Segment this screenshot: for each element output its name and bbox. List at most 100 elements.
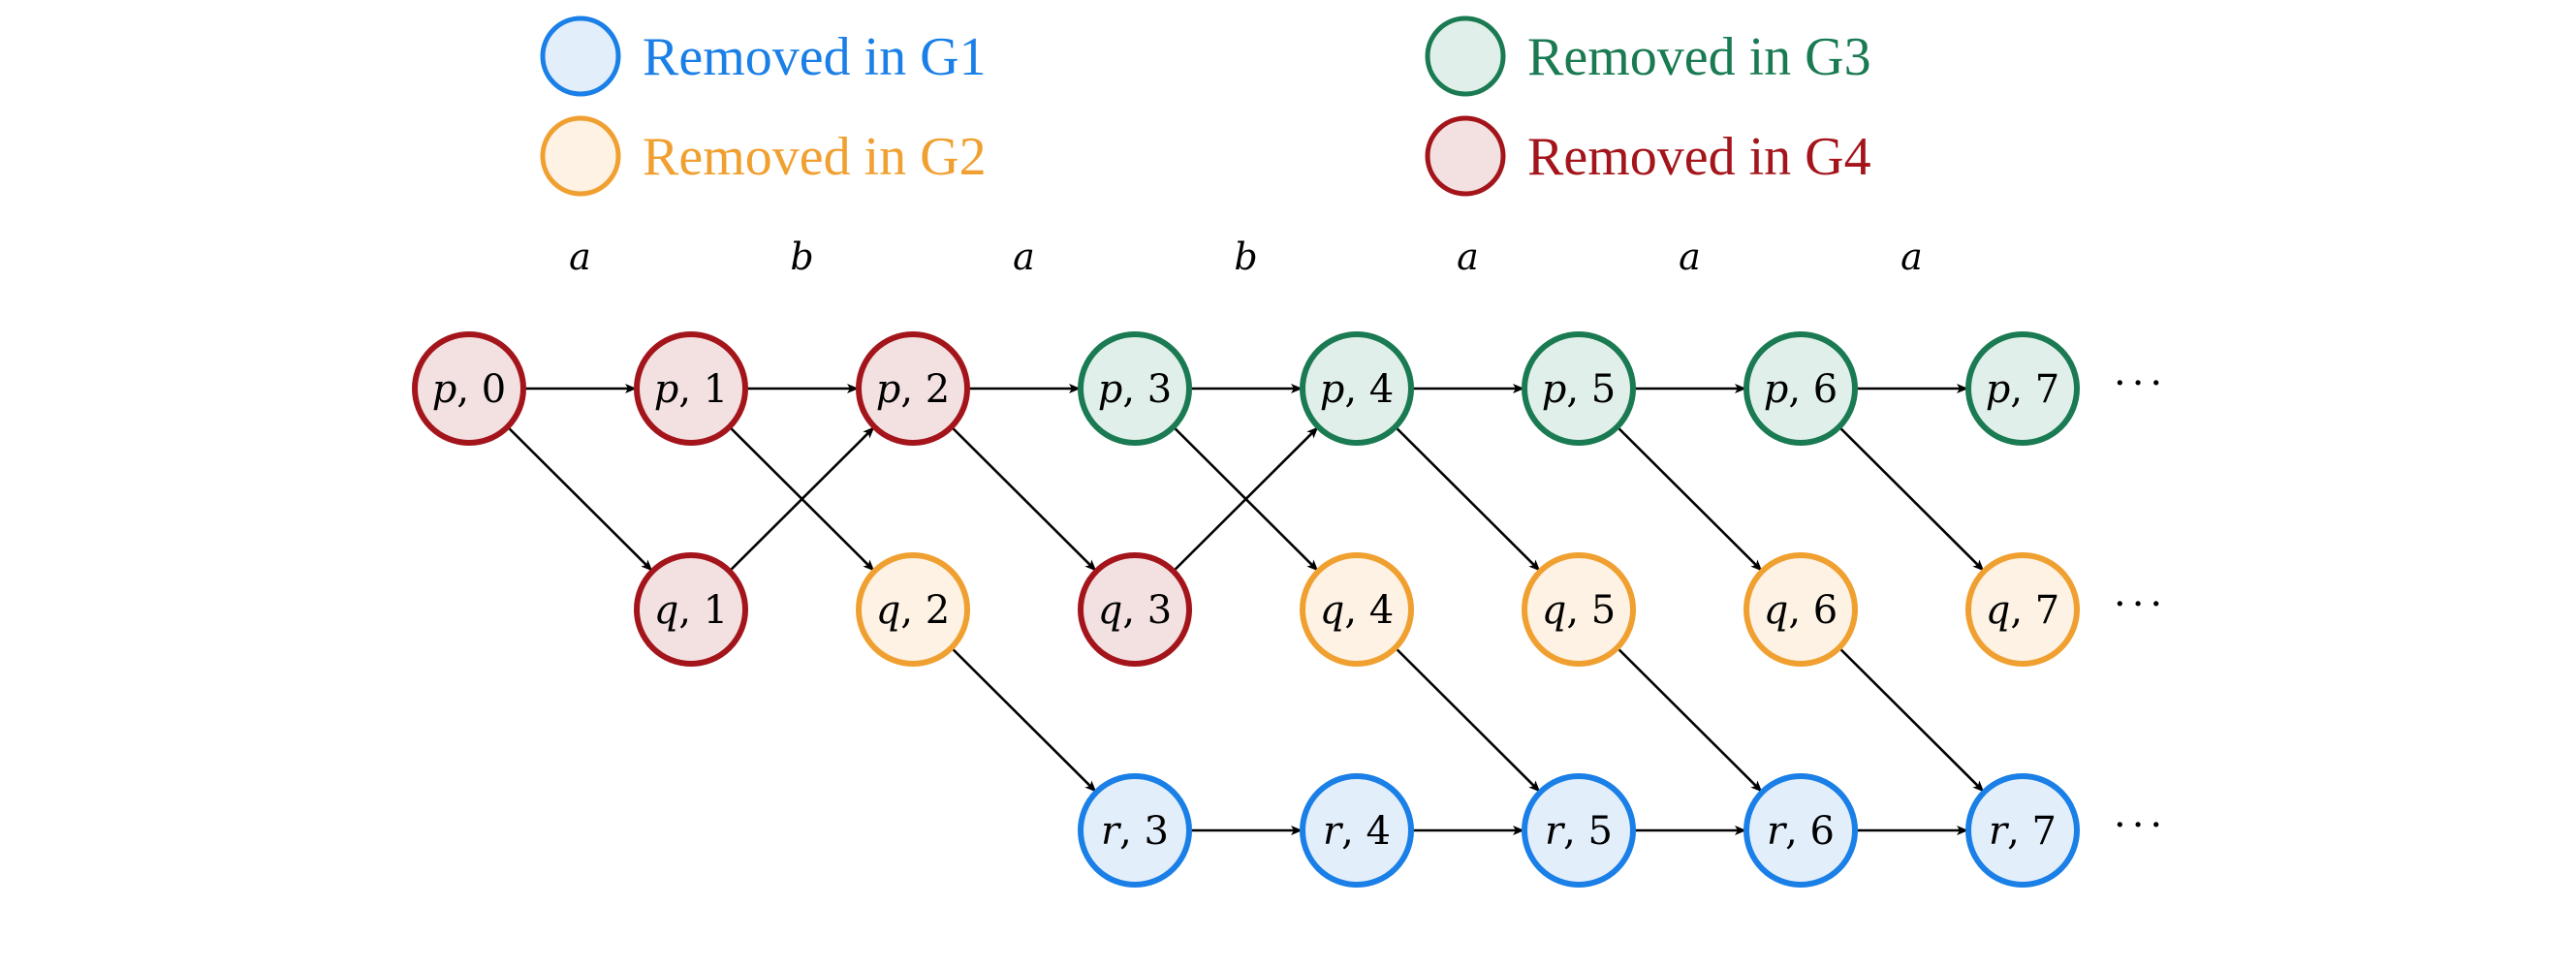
node-step-r6: 6 <box>1810 809 1835 854</box>
node-step-p2: 2 <box>926 367 950 412</box>
node-p0: p, 0 <box>412 331 526 446</box>
edge-p6-to-q7 <box>1838 425 1985 572</box>
node-sep-q4: , <box>1344 588 1368 633</box>
edge-p2-to-q3 <box>950 425 1097 572</box>
node-circle-p7 <box>1965 331 2080 446</box>
node-circle-r4 <box>1300 773 1414 888</box>
node-state-p1: p <box>654 367 679 412</box>
node-circle-q1 <box>634 552 748 667</box>
node-sep-p1: , <box>678 367 703 412</box>
node-sep-p2: , <box>900 367 925 412</box>
node-sep-q3: , <box>1122 588 1147 633</box>
edge-q4-to-r5 <box>1394 646 1541 793</box>
node-sep-q6: , <box>1788 588 1812 633</box>
node-state-p7: p <box>1986 367 2011 412</box>
node-sep-r3: , <box>1119 809 1144 854</box>
node-step-p1: 1 <box>704 367 728 412</box>
node-q6: q, 6 <box>1744 552 1858 667</box>
node-label-r6: r, 6 <box>1767 809 1835 854</box>
node-p3: p, 3 <box>1078 331 1192 446</box>
node-step-q4: 4 <box>1369 588 1394 633</box>
node-label-q7: q, 7 <box>1986 588 2060 633</box>
node-step-q6: 6 <box>1813 588 1838 633</box>
node-circle-q6 <box>1744 552 1858 667</box>
node-label-r3: r, 3 <box>1101 809 1169 854</box>
node-sep-p4: , <box>1344 367 1368 412</box>
legend-label-g4: Removed in G4 <box>1527 127 1871 187</box>
legend-item-g1: Removed in G1 <box>540 16 987 97</box>
legend-item-g3: Removed in G3 <box>1425 16 1871 97</box>
node-sep-r7: , <box>2007 809 2031 854</box>
node-label-q3: q, 3 <box>1098 588 1173 633</box>
node-sep-p6: , <box>1788 367 1812 412</box>
ellipsis-row-p: ··· <box>2114 361 2168 406</box>
node-circle-r5 <box>1522 773 1636 888</box>
node-circle-q3 <box>1078 552 1192 667</box>
node-label-p7: p, 7 <box>1986 367 2060 412</box>
step-label-0: a <box>569 235 591 278</box>
step-label-3: b <box>1234 235 1257 278</box>
node-step-q1: 1 <box>704 588 728 633</box>
node-p1: p, 1 <box>634 331 748 446</box>
node-label-p1: p, 1 <box>654 367 729 412</box>
node-circle-r6 <box>1744 773 1858 888</box>
node-r4: r, 4 <box>1300 773 1414 888</box>
node-state-r5: r <box>1545 809 1566 854</box>
node-state-q1: q <box>654 588 679 633</box>
node-state-q2: q <box>876 588 901 633</box>
node-sep-q1: , <box>678 588 703 633</box>
node-p2: p, 2 <box>856 331 970 446</box>
step-label-4: a <box>1457 235 1479 278</box>
ellipses: ··· ··· ··· <box>2114 361 2168 848</box>
node-state-r7: r <box>1989 809 2010 854</box>
node-r3: r, 3 <box>1078 773 1192 888</box>
node-q7: q, 7 <box>1965 552 2080 667</box>
node-label-q1: q, 1 <box>654 588 729 633</box>
node-label-p6: p, 6 <box>1764 367 1838 412</box>
legend-swatch-g3 <box>1425 16 1506 97</box>
ellipsis-row-r: ··· <box>2114 803 2168 848</box>
legend-label-g1: Removed in G1 <box>643 27 987 87</box>
edge-p4-to-q5 <box>1394 425 1541 572</box>
node-circle-r3 <box>1078 773 1192 888</box>
edges <box>506 384 1985 835</box>
node-label-p3: p, 3 <box>1098 367 1173 412</box>
node-sep-p3: , <box>1122 367 1147 412</box>
node-q1: q, 1 <box>634 552 748 667</box>
edge-q2-to-r3 <box>950 646 1097 793</box>
node-q2: q, 2 <box>856 552 970 667</box>
node-label-r7: r, 7 <box>1989 809 2057 854</box>
ellipsis-row-q: ··· <box>2114 582 2168 627</box>
node-step-p5: 5 <box>1591 367 1616 412</box>
node-state-p6: p <box>1764 367 1789 412</box>
node-r7: r, 7 <box>1965 773 2080 888</box>
node-state-q3: q <box>1098 588 1123 633</box>
node-step-q7: 7 <box>2035 588 2059 633</box>
node-label-q2: q, 2 <box>876 588 951 633</box>
legend-item-g4: Removed in G4 <box>1425 115 1871 197</box>
step-label-6: a <box>1901 235 1923 278</box>
step-label-5: a <box>1679 235 1701 278</box>
node-state-r6: r <box>1767 809 1788 854</box>
node-circle-q4 <box>1300 552 1414 667</box>
node-state-p5: p <box>1542 367 1567 412</box>
node-circle-q2 <box>856 552 970 667</box>
node-state-p2: p <box>876 367 901 412</box>
node-sep-r4: , <box>1341 809 1366 854</box>
node-step-p6: 6 <box>1813 367 1838 412</box>
node-p6: p, 6 <box>1744 331 1858 446</box>
step-label-1: b <box>790 235 813 278</box>
legend-swatch-g2 <box>540 115 621 197</box>
node-step-p4: 4 <box>1369 367 1394 412</box>
node-circle-r7 <box>1965 773 2080 888</box>
node-step-p0: 0 <box>482 367 506 412</box>
node-circle-q5 <box>1522 552 1636 667</box>
node-label-q6: q, 6 <box>1764 588 1838 633</box>
node-label-p0: p, 0 <box>432 367 507 412</box>
node-circle-p6 <box>1744 331 1858 446</box>
node-state-p0: p <box>432 367 457 412</box>
node-step-r7: 7 <box>2032 809 2057 854</box>
node-q3: q, 3 <box>1078 552 1192 667</box>
